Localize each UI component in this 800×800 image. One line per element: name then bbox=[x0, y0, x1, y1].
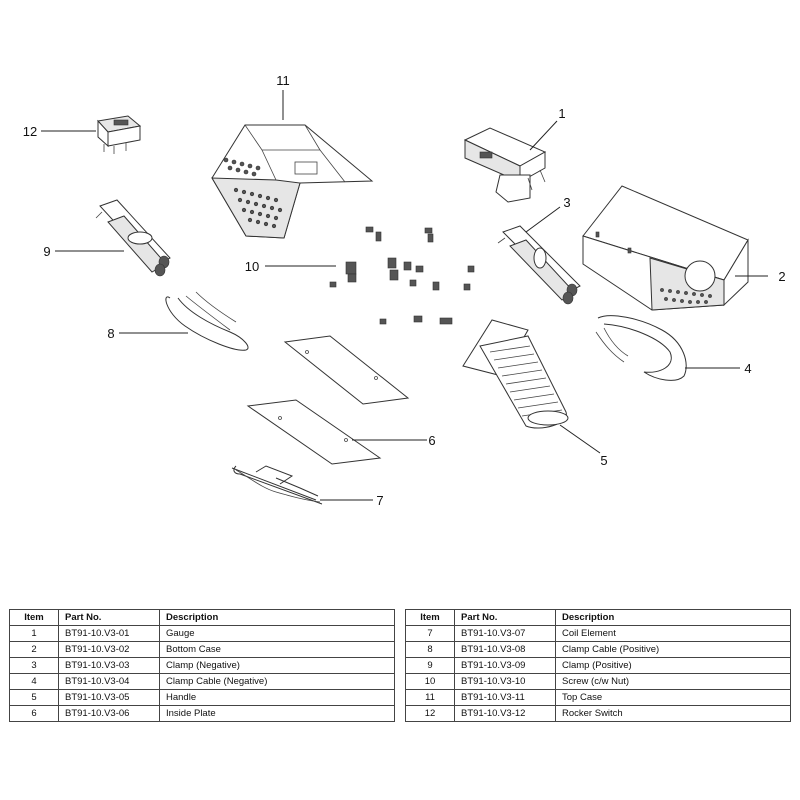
column-header-part-no: Part No. bbox=[454, 609, 556, 626]
column-header-description: Description bbox=[555, 609, 791, 626]
part-clamp-cable-positive bbox=[165, 291, 249, 351]
item-cell: 4 bbox=[9, 673, 59, 690]
description-cell: Rocker Switch bbox=[555, 705, 791, 722]
part-no-cell: BT91-10.V3-08 bbox=[454, 641, 556, 658]
description-cell: Clamp (Positive) bbox=[555, 657, 791, 674]
part-no-cell: BT91-10.V3-01 bbox=[58, 625, 160, 642]
exploded-parts-diagram: 11 12 1 3 2 9 10 8 4 5 6 7 bbox=[23, 73, 786, 508]
part-rocker-switch bbox=[97, 115, 142, 154]
description-cell: Clamp Cable (Positive) bbox=[555, 641, 791, 658]
column-header-item: Item bbox=[9, 609, 59, 626]
item-cell: 12 bbox=[405, 705, 455, 722]
description-cell: Inside Plate bbox=[159, 705, 395, 722]
callout-4: 4 bbox=[744, 361, 751, 376]
part-no-cell: BT91-10.V3-12 bbox=[454, 705, 556, 722]
callout-6: 6 bbox=[428, 433, 435, 448]
callout-11: 11 bbox=[276, 73, 290, 88]
description-cell: Bottom Case bbox=[159, 641, 395, 658]
description-cell: Gauge bbox=[159, 625, 395, 642]
callout-10: 10 bbox=[245, 259, 259, 274]
callout-3: 3 bbox=[563, 195, 570, 210]
item-cell: 8 bbox=[405, 641, 455, 658]
description-cell: Screw (c/w Nut) bbox=[555, 673, 791, 690]
callout-12: 12 bbox=[23, 124, 37, 139]
part-no-cell: BT91-10.V3-02 bbox=[58, 641, 160, 658]
column-header-description: Description bbox=[159, 609, 395, 626]
description-cell: Top Case bbox=[555, 689, 791, 706]
item-cell: 2 bbox=[9, 641, 59, 658]
description-cell: Coil Element bbox=[555, 625, 791, 642]
part-no-cell: BT91-10.V3-04 bbox=[58, 673, 160, 690]
callout-1: 1 bbox=[558, 106, 565, 121]
description-cell: Clamp (Negative) bbox=[159, 657, 395, 674]
part-screws bbox=[329, 226, 475, 325]
part-gauge bbox=[463, 127, 547, 203]
callout-8: 8 bbox=[107, 326, 114, 341]
item-cell: 1 bbox=[9, 625, 59, 642]
callout-9: 9 bbox=[43, 244, 50, 259]
callout-2: 2 bbox=[778, 269, 785, 284]
part-inside-plates bbox=[246, 335, 410, 465]
leader-lines bbox=[41, 90, 768, 501]
item-cell: 6 bbox=[9, 705, 59, 722]
callout-5: 5 bbox=[600, 453, 607, 468]
part-top-case bbox=[211, 124, 374, 239]
part-no-cell: BT91-10.V3-03 bbox=[58, 657, 160, 674]
item-cell: 11 bbox=[405, 689, 455, 706]
description-cell: Clamp Cable (Negative) bbox=[159, 673, 395, 690]
item-cell: 7 bbox=[405, 625, 455, 642]
part-no-cell: BT91-10.V3-06 bbox=[58, 705, 160, 722]
part-no-cell: BT91-10.V3-07 bbox=[454, 625, 556, 642]
item-cell: 10 bbox=[405, 673, 455, 690]
item-cell: 9 bbox=[405, 657, 455, 674]
part-no-cell: BT91-10.V3-10 bbox=[454, 673, 556, 690]
part-no-cell: BT91-10.V3-09 bbox=[454, 657, 556, 674]
part-no-cell: BT91-10.V3-11 bbox=[454, 689, 556, 706]
part-bottom-case bbox=[582, 185, 749, 311]
part-clamp-negative bbox=[497, 225, 581, 305]
column-header-part-no: Part No. bbox=[58, 609, 160, 626]
column-header-item: Item bbox=[405, 609, 455, 626]
description-cell: Handle bbox=[159, 689, 395, 706]
part-clamp-positive bbox=[95, 199, 171, 277]
part-handle bbox=[462, 319, 569, 429]
item-cell: 3 bbox=[9, 657, 59, 674]
part-clamp-cable-negative bbox=[595, 315, 687, 381]
item-cell: 5 bbox=[9, 689, 59, 706]
part-no-cell: BT91-10.V3-05 bbox=[58, 689, 160, 706]
part-coil-element bbox=[231, 465, 323, 505]
callout-7: 7 bbox=[376, 493, 383, 508]
